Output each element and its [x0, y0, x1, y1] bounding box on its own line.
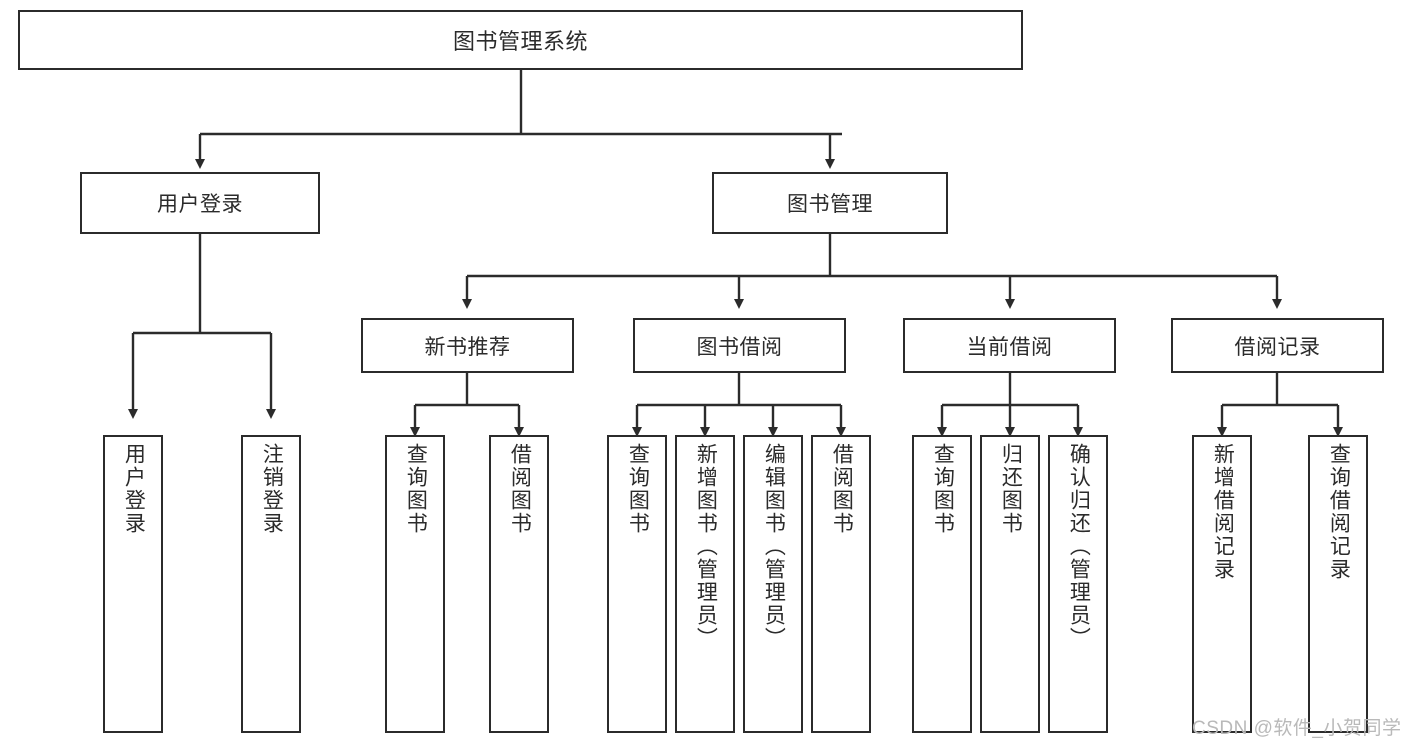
node-borrow-records[interactable]: 借阅记录 — [1171, 318, 1384, 373]
leaf-borrow-book[interactable]: 借阅图书 — [811, 435, 871, 733]
leaf-query-book-recommend[interactable]: 查询图书 — [385, 435, 445, 733]
node-label: 用户登录 — [157, 193, 243, 216]
node-label: 图书借阅 — [696, 335, 783, 359]
csdn-watermark: CSDN @软件_小贺同学 — [1192, 718, 1402, 739]
node-label: 新增借阅记录 — [1211, 443, 1235, 581]
node-label: 图书管理系统 — [452, 29, 588, 54]
node-label: 归还图书 — [999, 443, 1023, 535]
leaf-query-book-borrow[interactable]: 查询图书 — [607, 435, 667, 733]
leaf-return-book[interactable]: 归还图书 — [980, 435, 1040, 733]
leaf-edit-book-admin[interactable]: 编辑图书（管理员） — [743, 435, 803, 733]
node-label: 新增图书（管理员） — [694, 443, 718, 650]
node-label: 查询借阅记录 — [1327, 443, 1351, 581]
node-label: 编辑图书（管理员） — [762, 443, 786, 650]
node-current-borrow[interactable]: 当前借阅 — [903, 318, 1116, 373]
leaf-add-borrow-record[interactable]: 新增借阅记录 — [1192, 435, 1252, 733]
leaf-borrow-book-recommend[interactable]: 借阅图书 — [489, 435, 549, 733]
leaf-add-book-admin[interactable]: 新增图书（管理员） — [675, 435, 735, 733]
node-label: 用户登录 — [122, 443, 146, 535]
node-user-login[interactable]: 用户登录 — [80, 172, 320, 234]
node-label: 注销登录 — [260, 443, 284, 535]
node-label: 当前借阅 — [966, 335, 1053, 359]
node-label: 借阅图书 — [830, 443, 854, 535]
node-book-management[interactable]: 图书管理 — [712, 172, 948, 234]
node-new-book-recommend[interactable]: 新书推荐 — [361, 318, 574, 373]
node-label: 查询图书 — [404, 443, 428, 535]
node-label: 新书推荐 — [424, 335, 511, 359]
leaf-query-book-current[interactable]: 查询图书 — [912, 435, 972, 733]
leaf-confirm-return-admin[interactable]: 确认归还（管理员） — [1048, 435, 1108, 733]
leaf-user-login[interactable]: 用户登录 — [103, 435, 163, 733]
node-label: 借阅记录 — [1234, 335, 1321, 359]
leaf-logout[interactable]: 注销登录 — [241, 435, 301, 733]
node-label: 查询图书 — [931, 443, 955, 535]
node-label: 确认归还（管理员） — [1067, 443, 1091, 650]
node-label: 查询图书 — [626, 443, 650, 535]
node-book-borrow[interactable]: 图书借阅 — [633, 318, 846, 373]
leaf-query-borrow-record[interactable]: 查询借阅记录 — [1308, 435, 1368, 733]
node-label: 借阅图书 — [508, 443, 532, 535]
node-label: 图书管理 — [787, 193, 873, 216]
node-root-system[interactable]: 图书管理系统 — [18, 10, 1023, 70]
